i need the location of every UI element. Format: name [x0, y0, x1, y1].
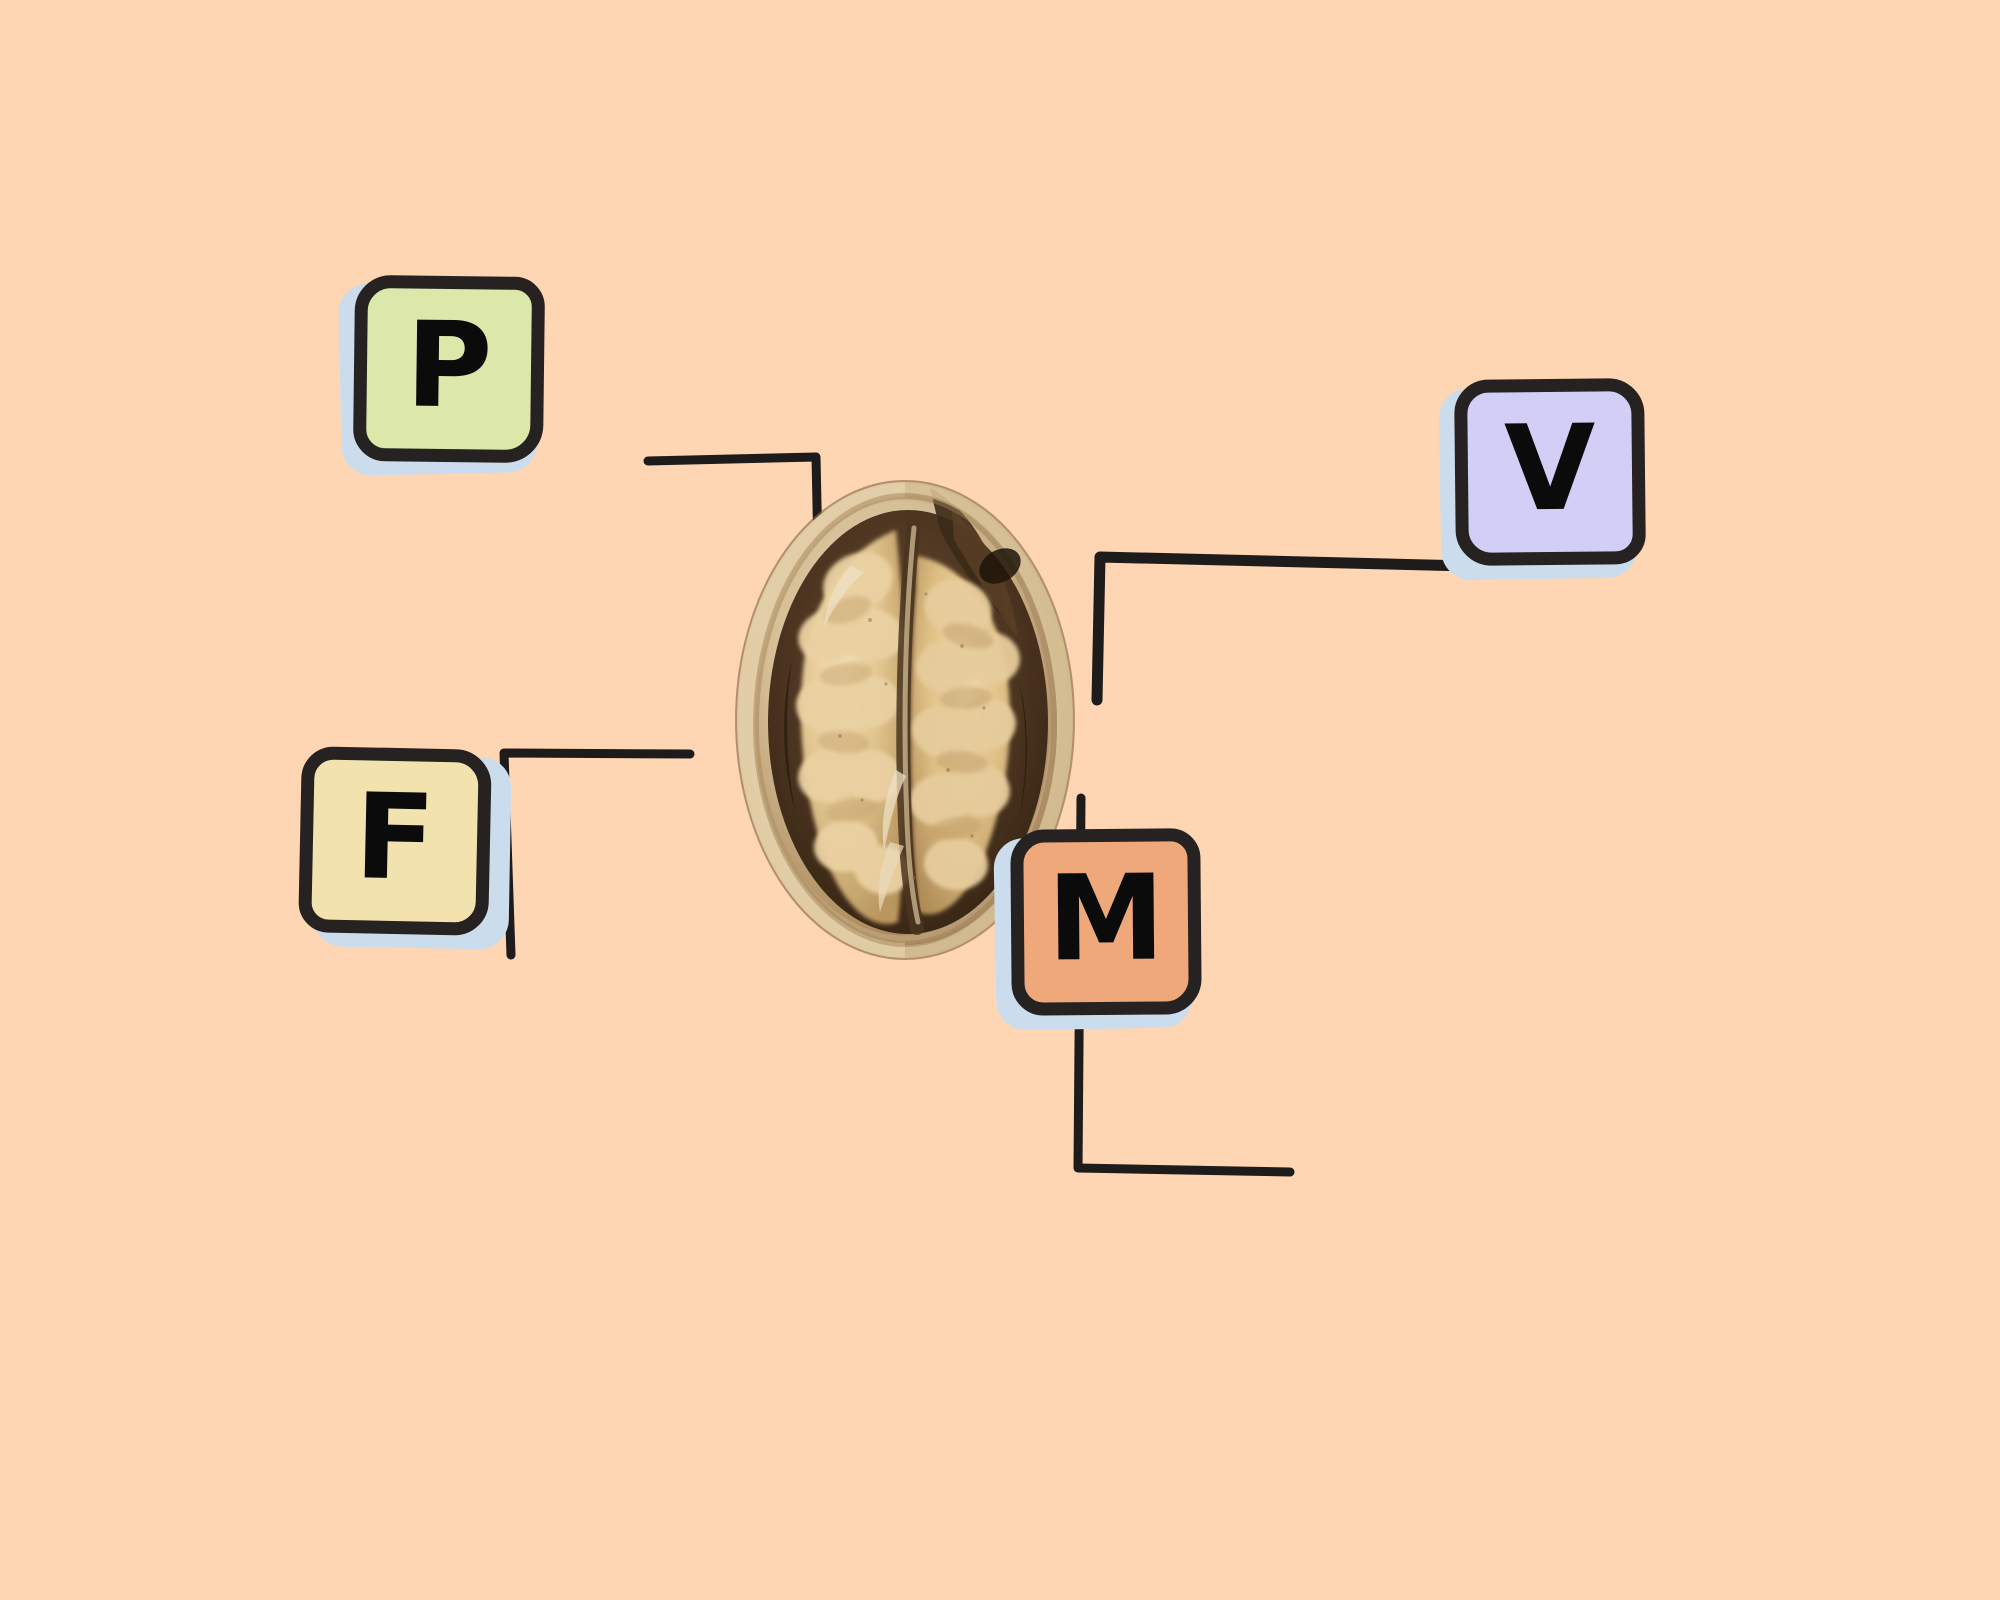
- nutrient-card-m[interactable]: M: [993, 825, 1203, 1031]
- card-plate-m: M: [1010, 828, 1202, 1016]
- card-plate-v: V: [1454, 378, 1646, 566]
- nutrient-card-f[interactable]: F: [298, 742, 512, 950]
- card-letter-p: P: [404, 295, 494, 435]
- connector-line-f: [499, 748, 695, 960]
- card-letter-v: V: [1503, 398, 1597, 538]
- nutrient-card-v[interactable]: V: [1438, 375, 1648, 581]
- card-letter-m: M: [1046, 848, 1166, 988]
- nutrient-card-p[interactable]: P: [338, 268, 548, 477]
- connector-line-v: [1091, 551, 1474, 706]
- card-plate-p: P: [352, 274, 546, 464]
- card-plate-f: F: [298, 746, 492, 936]
- card-letter-f: F: [353, 767, 437, 907]
